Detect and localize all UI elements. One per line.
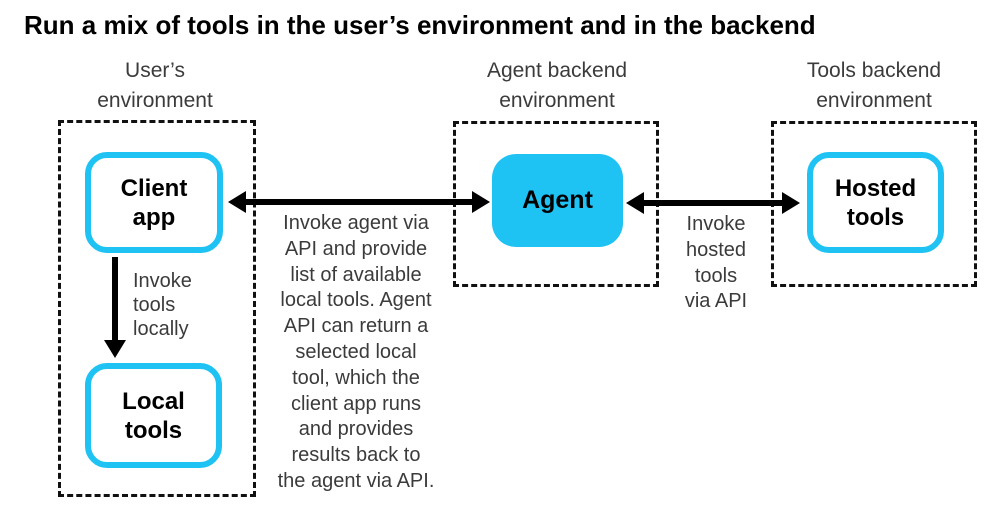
hosted-tools-node: Hosted tools — [807, 152, 944, 253]
tools-backend-environment-label: Tools backend environment — [806, 59, 942, 112]
invoke-hosted-tools-label: Invoke hosted tools via API — [684, 213, 748, 313]
agent-backend-environment-label: Agent backend environment — [486, 59, 628, 112]
agent-node: Agent — [492, 154, 623, 247]
user-environment-box — [58, 120, 256, 497]
invoke-agent-via-api-label: Invoke agent via API and provide list of… — [277, 212, 435, 492]
invoke-tools-locally-label: Invoke tools locally — [133, 270, 192, 340]
local-tools-node: Local tools — [85, 363, 222, 468]
client-agent-double-arrow — [246, 199, 472, 205]
diagram-title: Run a mix of tools in the user’s environ… — [24, 10, 816, 40]
client-app-node: Client app — [85, 152, 223, 253]
user-environment-label: User’s environment — [97, 59, 213, 112]
client-local-arrow — [112, 257, 118, 340]
agent-hosted-double-arrow — [644, 200, 782, 206]
